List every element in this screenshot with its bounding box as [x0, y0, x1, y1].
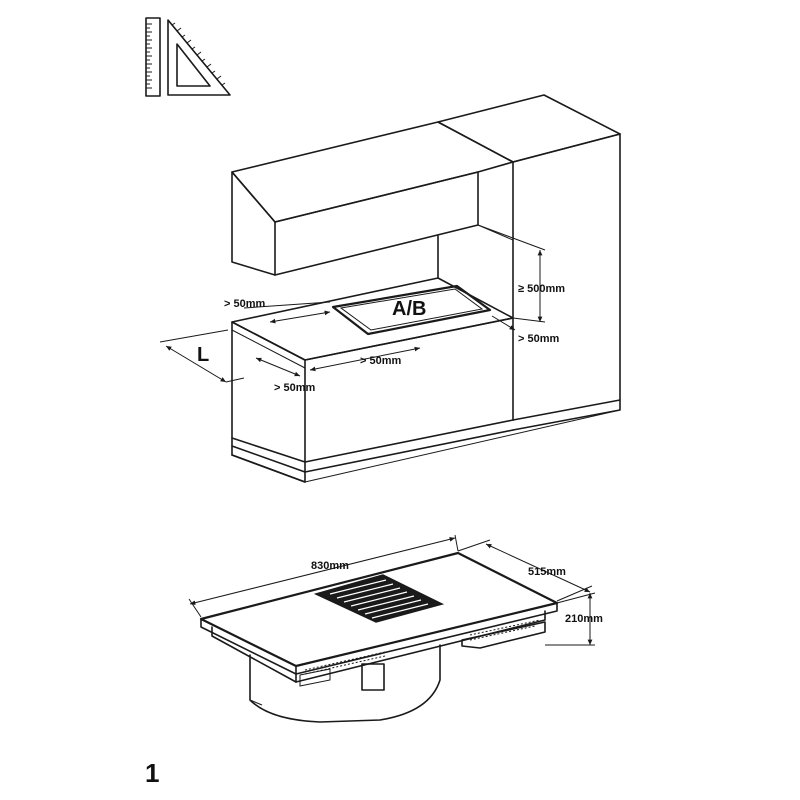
hob-cutout [331, 284, 492, 336]
clearance-above-label: ≥ 500mm [518, 283, 565, 295]
tall-cabinet [437, 94, 621, 431]
hob-depth-label: 515mm [528, 566, 566, 578]
hob-drawing: 830mm 515mm 210mm [188, 534, 603, 723]
clearance-right-label: > 50mm [518, 333, 559, 345]
clearance-dimension-lines [159, 224, 546, 383]
set-square-icon [167, 19, 231, 96]
hob-underbody [211, 610, 546, 723]
measuring-tools-icon [145, 17, 231, 97]
clearance-front-label: > 50mm [274, 382, 315, 394]
length-label: L [197, 344, 209, 366]
figure-number: 1 [145, 758, 159, 788]
hob-height-label: 210mm [565, 613, 603, 625]
clearance-middle-label: > 50mm [360, 355, 401, 367]
ruler-icon [145, 17, 161, 97]
clearance-left-label: > 50mm [224, 298, 265, 310]
hob-dimension-lines [188, 534, 596, 646]
extractor-grille [313, 574, 445, 623]
cutout-label: A/B [392, 298, 426, 320]
hob-width-label: 830mm [311, 560, 349, 572]
kitchen-installation-drawing: > 50mm > 50mm > 50mm > 50mm ≥ 500mm A/B … [159, 94, 621, 483]
wall-cabinet [231, 121, 514, 279]
